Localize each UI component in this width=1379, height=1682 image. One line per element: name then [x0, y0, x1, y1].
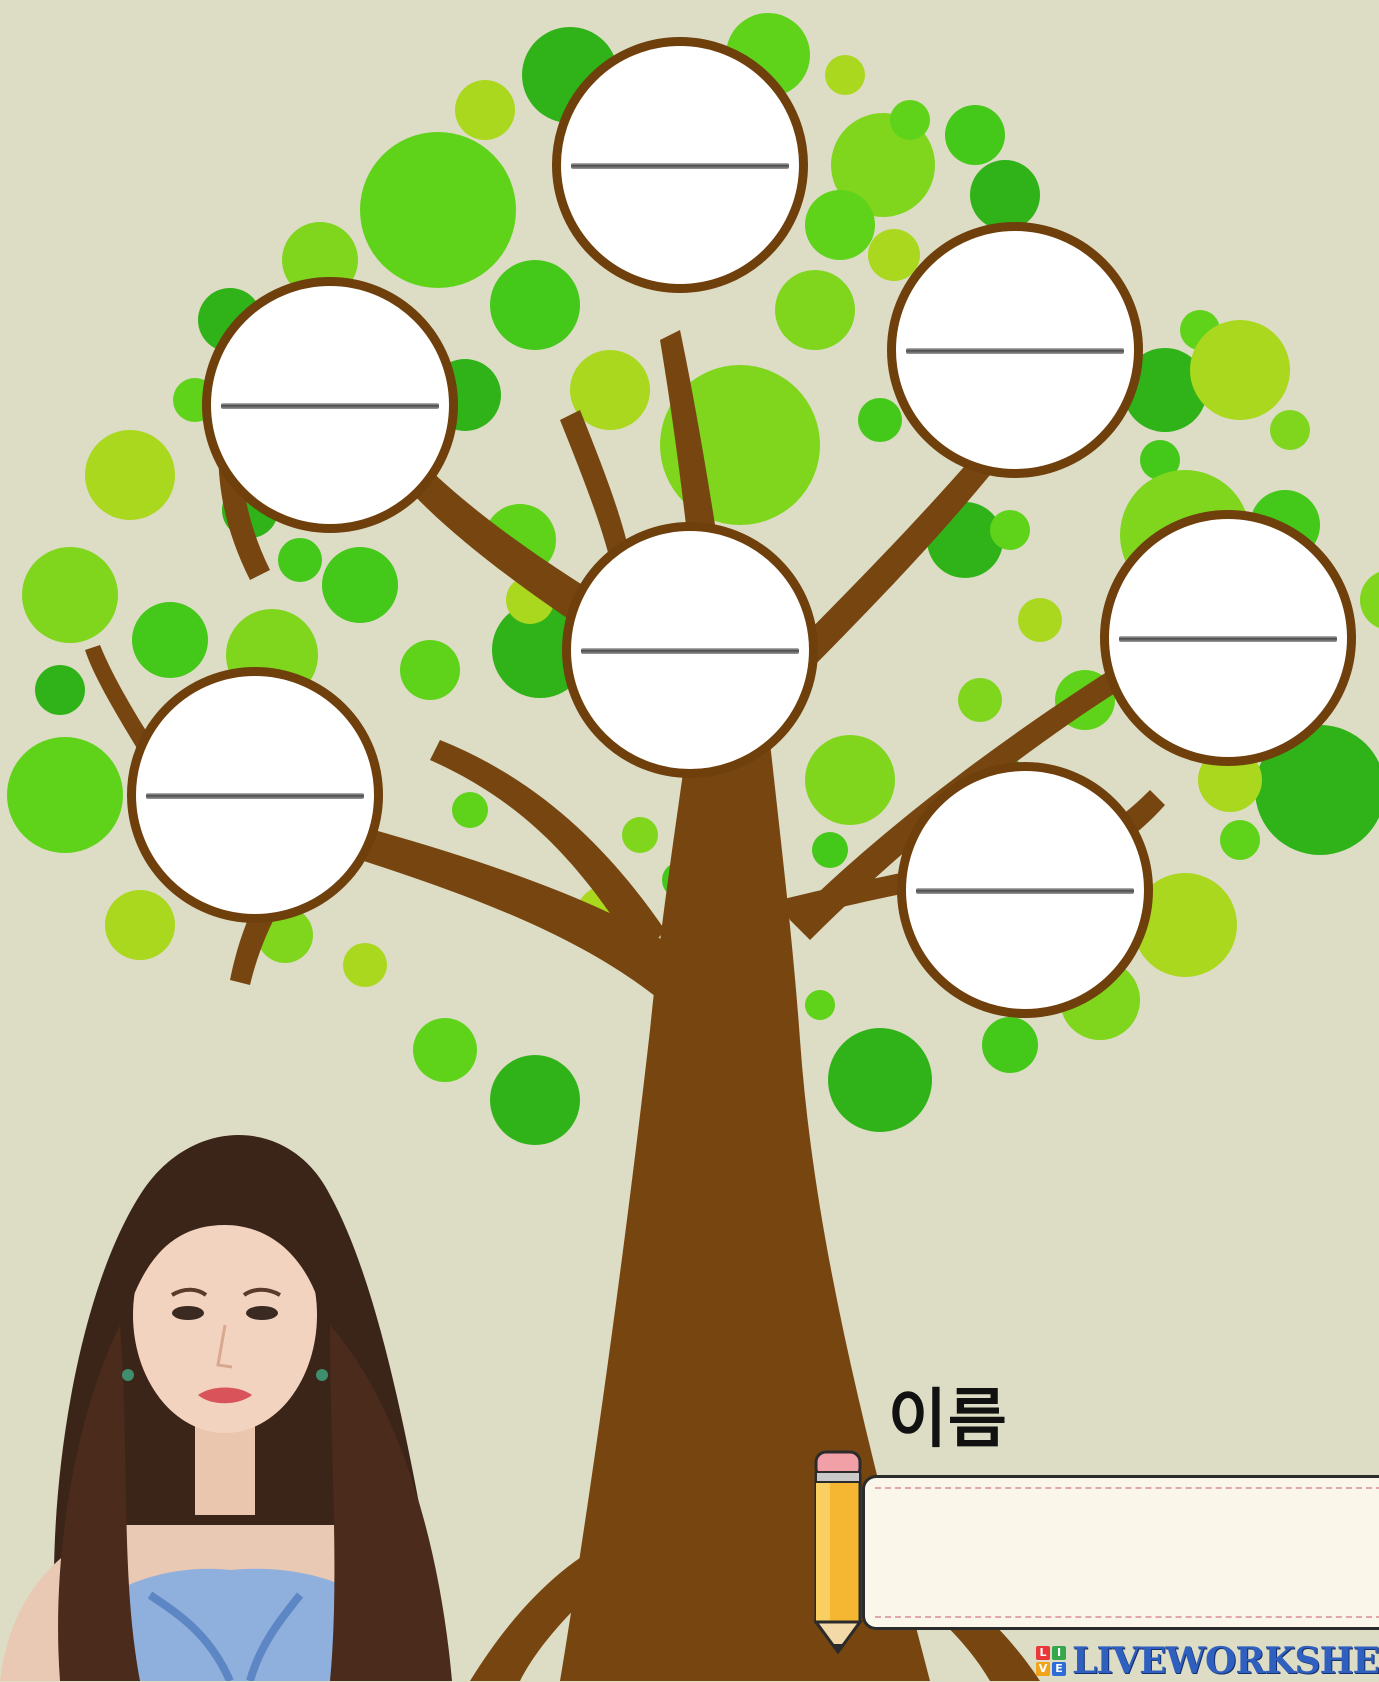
leaf-dot — [360, 132, 516, 288]
leaf-dot — [828, 1028, 932, 1132]
family-member-circle-center — [562, 522, 818, 778]
leaf-dot — [278, 538, 322, 582]
pencil-icon — [813, 1450, 863, 1655]
family-member-input-center[interactable] — [599, 611, 785, 645]
answer-line — [1118, 635, 1338, 642]
leaf-dot — [490, 1055, 580, 1145]
name-field-box — [862, 1475, 1379, 1630]
liveworksheets-badge-icon: L I V E — [1036, 1645, 1067, 1676]
leaf-dot — [990, 510, 1030, 550]
leaf-dot — [85, 430, 175, 520]
leaf-dot — [22, 547, 118, 643]
badge-letter: E — [1052, 1661, 1067, 1676]
answer-line — [570, 162, 790, 169]
leaf-dot — [1220, 820, 1260, 860]
family-member-input-right[interactable] — [1137, 599, 1323, 633]
leaf-dot — [805, 735, 895, 825]
family-member-input-upper-left[interactable] — [239, 366, 425, 400]
leaf-dot — [775, 270, 855, 350]
leaf-dot — [622, 817, 658, 853]
family-member-input-left[interactable] — [164, 756, 350, 790]
family-member-circle-upper-left — [202, 277, 458, 533]
leaf-dot — [1018, 598, 1062, 642]
leaf-dot — [805, 190, 875, 260]
leaf-dot — [413, 1018, 477, 1082]
family-member-input-top[interactable] — [589, 126, 775, 160]
leaf-dot — [970, 160, 1040, 230]
liveworksheets-logo: L I V E LIVEWORKSHE — [1036, 1639, 1379, 1682]
leaf-dot — [132, 602, 208, 678]
leaf-dot — [945, 105, 1005, 165]
family-member-input-upper-right[interactable] — [924, 311, 1110, 345]
leaf-dot — [982, 1017, 1038, 1073]
leaf-dot — [343, 943, 387, 987]
badge-letter: I — [1052, 1645, 1067, 1660]
leaf-dot — [958, 678, 1002, 722]
name-label: 이름 — [888, 1383, 1008, 1457]
leaf-dot — [1140, 440, 1180, 480]
leaf-dot — [1133, 873, 1237, 977]
name-input[interactable] — [895, 1518, 1369, 1590]
leaf-dot — [868, 229, 920, 281]
leaf-dot — [805, 990, 835, 1020]
family-member-circle-left — [127, 667, 383, 923]
answer-line — [145, 792, 365, 799]
answer-line — [220, 402, 440, 409]
leaf-dot — [1123, 348, 1207, 432]
leaf-dot — [1255, 725, 1379, 855]
leaf-dot — [7, 737, 123, 853]
leaf-dot — [858, 398, 902, 442]
answer-line — [915, 887, 1135, 894]
family-member-circle-top — [552, 37, 808, 293]
leaf-dot — [812, 832, 848, 868]
badge-letter: V — [1036, 1661, 1051, 1676]
leaf-dot — [1360, 572, 1379, 628]
family-member-circle-upper-right — [887, 222, 1143, 478]
badge-letter: L — [1036, 1645, 1051, 1660]
leaf-dot — [1190, 320, 1290, 420]
leaf-dot — [400, 640, 460, 700]
leaf-dot — [105, 890, 175, 960]
family-member-input-lower-right[interactable] — [934, 851, 1120, 885]
leaf-dot — [1270, 410, 1310, 450]
leaf-dot — [490, 260, 580, 350]
leaf-dot — [825, 55, 865, 95]
leaf-dot — [35, 665, 85, 715]
leaf-dot — [322, 547, 398, 623]
family-member-circle-lower-right — [897, 762, 1153, 1018]
brand-text: LIVEWORKSHE — [1072, 1639, 1379, 1682]
person-photo — [0, 1135, 452, 1681]
leaf-dot — [570, 350, 650, 430]
answer-line — [905, 347, 1125, 354]
leaf-dot — [455, 80, 515, 140]
leaf-dot — [890, 100, 930, 140]
answer-line — [580, 647, 800, 654]
leaf-dot — [452, 792, 488, 828]
family-member-circle-right — [1100, 510, 1356, 766]
